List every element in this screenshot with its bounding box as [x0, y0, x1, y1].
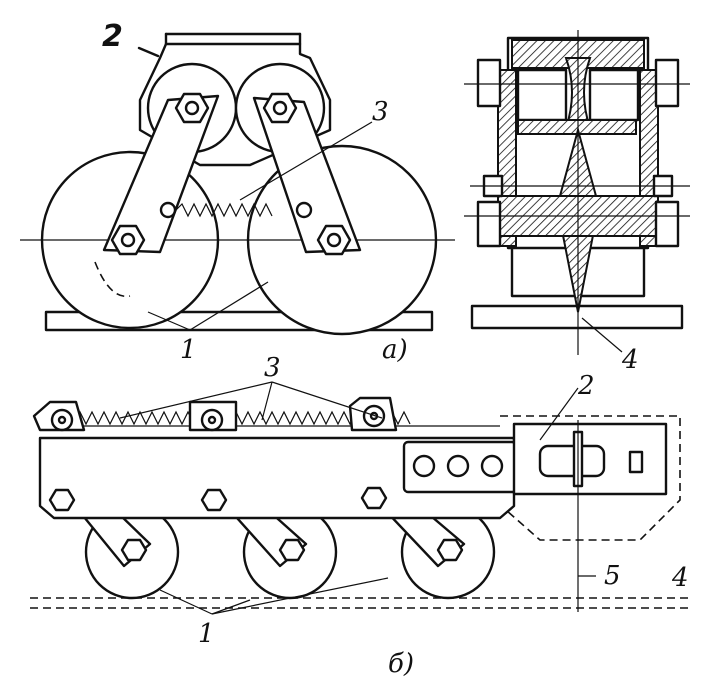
coupler-plate [402, 440, 518, 494]
callout-1-b: 1 [198, 619, 215, 649]
nut-lower-left [110, 224, 146, 256]
callout-3-a: 3 [372, 97, 389, 127]
callout-2-a: 2 [102, 19, 123, 54]
callout-4-a: 4 [621, 345, 639, 375]
hubs-b [120, 538, 464, 562]
bolt-top-left [476, 58, 502, 108]
nut-upper-right [262, 92, 298, 124]
spring-a [175, 202, 273, 218]
coupler-outline-dashed [500, 415, 681, 541]
nut-upper-left [174, 92, 210, 124]
callout-3-b: 3 [264, 353, 281, 383]
bolt-low-left [476, 200, 502, 248]
figure-b-bogie-view: 3 2 5 4 1 б) [30, 353, 690, 679]
callout-2-b: 2 [577, 371, 595, 401]
bearing-left [516, 68, 568, 122]
callout-5-b: 5 [604, 561, 621, 591]
bolt-low-right [654, 200, 680, 248]
nut-lower-right [316, 224, 352, 256]
bolt-top-right [654, 58, 680, 108]
callout-1-a: 1 [180, 335, 197, 365]
figure-a-label: а) [382, 335, 408, 365]
pin-left [159, 201, 177, 219]
bearing-right [588, 68, 640, 122]
figure-a-section-view: 4 [464, 30, 690, 375]
pin-b-mid [48, 486, 388, 512]
callout-4-b: 4 [671, 563, 689, 593]
figure-b-label: б) [388, 649, 414, 679]
pin-b-top [50, 404, 386, 432]
swing-arc [94, 261, 131, 298]
pin-right [295, 201, 313, 219]
drawbar-slot [538, 444, 606, 478]
figure-a-side-view: 2 3 1 а) [20, 19, 455, 365]
